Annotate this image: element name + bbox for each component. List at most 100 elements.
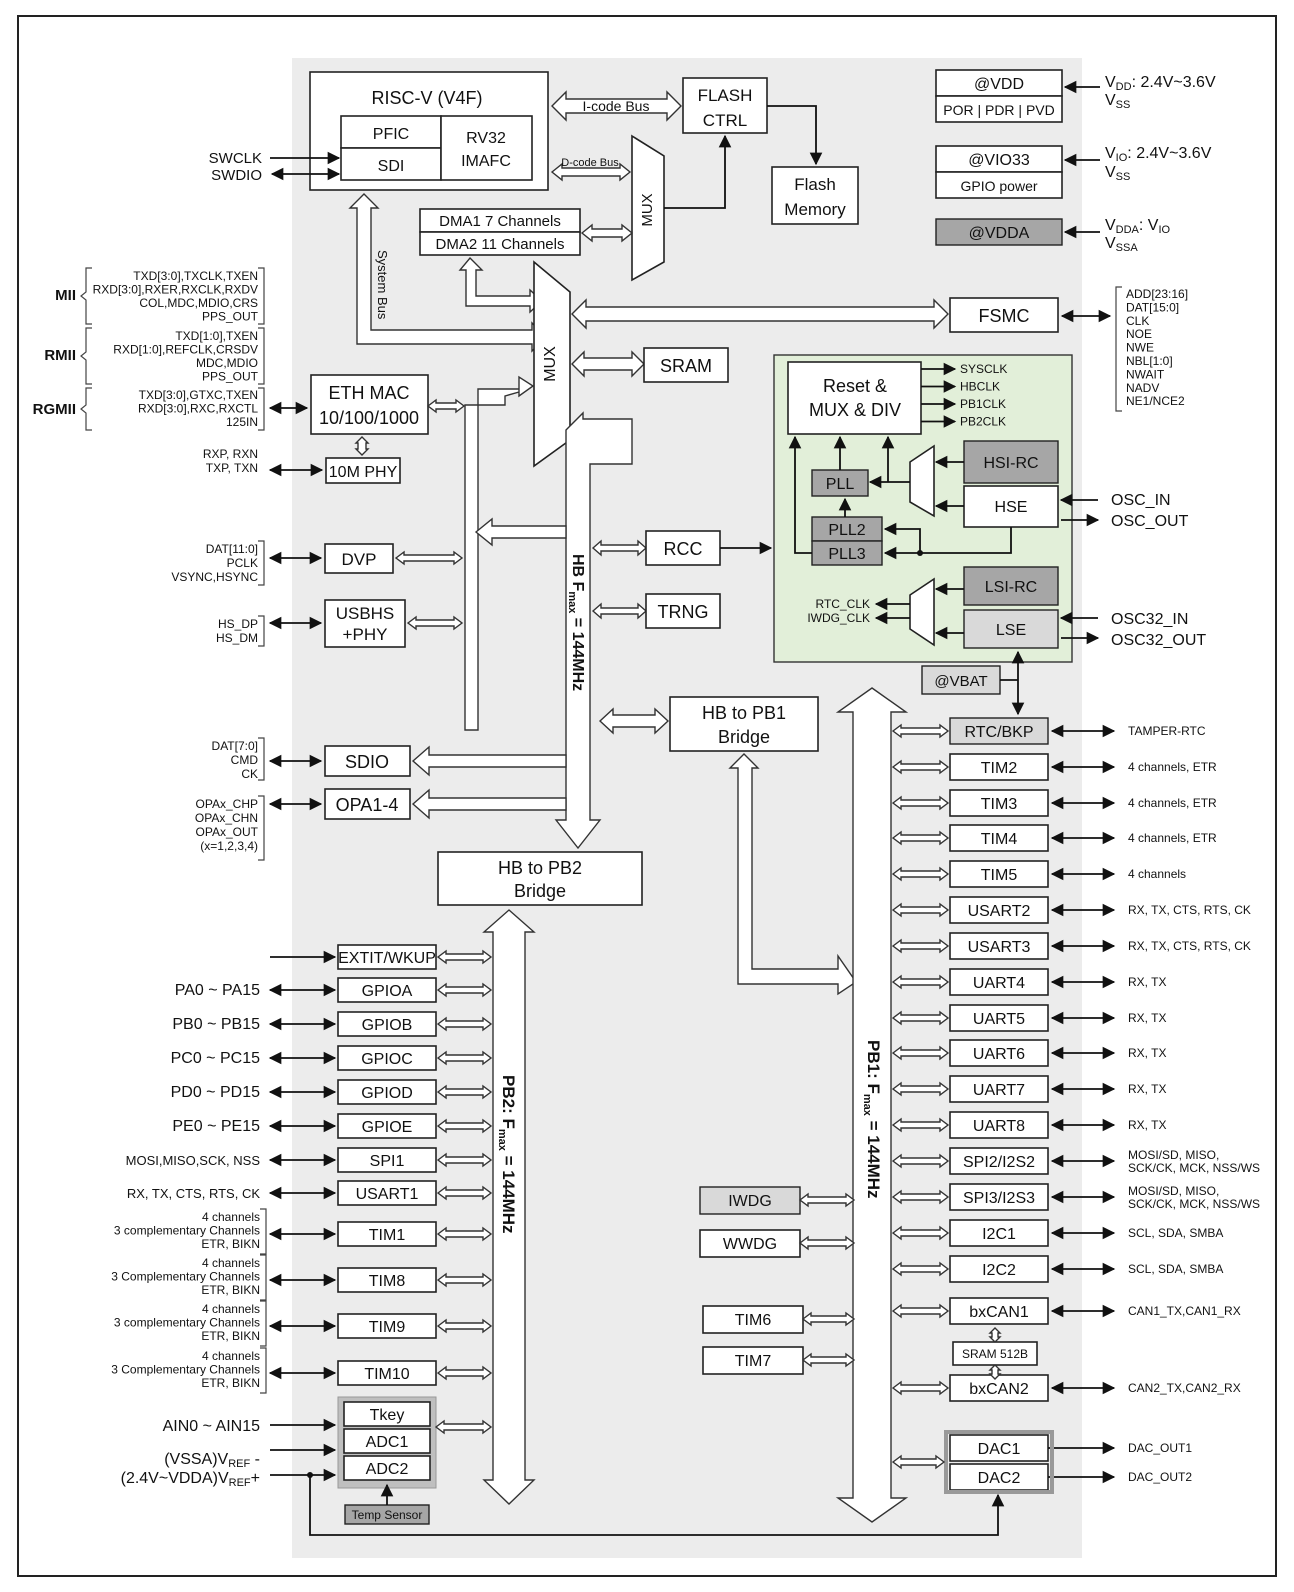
pb1-signal-label: MOSI/SD, MISO, — [1128, 1184, 1219, 1198]
pb2-bus-link — [436, 949, 493, 965]
pb1-signal-label: 4 channels — [1128, 867, 1186, 881]
vssa-label: VSSA — [1105, 235, 1138, 254]
pb2-bridge-b: Bridge — [514, 881, 566, 901]
pb2-pin-label: PD0 ~ PD15 — [171, 1084, 260, 1101]
pb1-periph-box — [949, 1147, 1049, 1175]
pb1-bridge-box — [669, 696, 819, 752]
pb2-periph-box — [337, 1267, 437, 1293]
por-box — [935, 95, 1063, 123]
usbhs-bus-arrow — [406, 615, 464, 631]
pb2-periph-box — [337, 1045, 437, 1071]
pb1-signal-label: CAN2_TX,CAN2_RX — [1128, 1381, 1241, 1395]
hb-mux-label: MUX — [542, 346, 559, 382]
adc1-box — [343, 1428, 431, 1454]
pfic-label: PFIC — [373, 126, 409, 143]
pb1-bus-link — [891, 866, 950, 882]
pb2-pin-label: 3 complementary Channels — [114, 1224, 260, 1238]
pb2-pin-bracket — [260, 1254, 267, 1301]
rmii-pin: MDC,MDIO — [196, 356, 258, 370]
pb1-bus-link — [891, 1117, 950, 1133]
sram-can2-link — [988, 1364, 1002, 1380]
pb2-periph-box — [337, 1079, 437, 1105]
pb2-periph-label: EXTIT/WKUP — [338, 950, 436, 967]
pb1-periph-box — [949, 1075, 1049, 1103]
rgmii-pin: 125IN — [226, 415, 258, 429]
rgmii-bracket — [80, 387, 92, 431]
pb1-periph-label: bxCAN2 — [969, 1381, 1029, 1398]
flash-memory-label-b: Memory — [784, 200, 846, 219]
trng-label: TRNG — [658, 602, 709, 622]
sdio-pin: CK — [241, 767, 258, 781]
pb2-periph-label: TIM9 — [369, 1319, 406, 1336]
pb2-periph-box — [337, 1147, 437, 1173]
rmii-pin: RXD[1:0],REFCLK,CRSDV — [113, 343, 258, 357]
pb1-bus-link — [891, 974, 950, 990]
pb1-bus-link — [891, 1010, 950, 1026]
pb1-periph-label: DAC1 — [978, 1441, 1021, 1458]
pb1-periph-label: TIM3 — [981, 796, 1018, 813]
dma2-box — [419, 231, 581, 256]
pll-box — [811, 469, 869, 497]
pb1-signal-label: SCL, SDA, SMBA — [1128, 1226, 1223, 1240]
can1-sram-link — [988, 1327, 1002, 1343]
pb2-bus — [482, 909, 536, 1505]
pb2-bus-link — [436, 1152, 493, 1168]
left-periph-bus — [464, 375, 535, 731]
pll-label: PLL — [826, 476, 855, 493]
pb1-bridge-a: HB to PB1 — [702, 703, 786, 723]
pb1-bridge-b: Bridge — [718, 727, 770, 747]
phy-pin: RXP, RXN — [203, 447, 258, 461]
pb2-periph-box — [337, 1113, 437, 1139]
flash-ctrl-label-b: CTRL — [703, 111, 747, 130]
opa-label: OPA1-4 — [336, 795, 399, 815]
dvp-bus-arrow — [394, 550, 464, 566]
opa-pin: OPAx_OUT — [196, 825, 259, 839]
reset-label-b: MUX & DIV — [809, 400, 901, 420]
usbhs-box — [324, 599, 406, 648]
sdio-bracket — [258, 737, 265, 781]
pb1-bus-link — [891, 830, 950, 846]
dvp-bracket — [258, 540, 265, 586]
pb1-bus — [835, 687, 909, 1523]
pb1-periph-label: bxCAN1 — [969, 1304, 1029, 1321]
pb1-bus-link — [891, 1380, 950, 1396]
por-label: POR | PDR | PVD — [943, 102, 1055, 118]
swclk-label: SWCLK — [209, 150, 262, 167]
pb1-periph-box — [949, 896, 1049, 924]
rcc-box — [645, 530, 721, 566]
pb2-periph-box — [337, 1221, 437, 1247]
pb1-periph-box — [949, 932, 1049, 960]
dma1-label: DMA1 7 Channels — [439, 213, 561, 230]
fsmc-pin: CLK — [1126, 314, 1149, 328]
pb1-bus-link — [891, 1081, 950, 1097]
rmii-pin: TXD[1:0],TXEN — [175, 329, 258, 343]
sdi-label: SDI — [378, 158, 405, 175]
pb1-signal-label: RX, TX, CTS, RTS, CK — [1128, 903, 1251, 917]
swdio-label: SWDIO — [211, 167, 262, 184]
rgmii-right-bracket — [258, 387, 265, 431]
temp-label: Temp Sensor — [352, 1508, 423, 1522]
fsmc-pin: ADD[23:16] — [1126, 287, 1188, 301]
pb1-periph-label: TIM5 — [981, 867, 1018, 884]
icode-bus-arrow — [551, 90, 682, 122]
pb1-bus-link — [891, 759, 950, 775]
eth-mac-box — [310, 374, 429, 435]
phy-box — [325, 457, 401, 484]
pb1-periph-label: SPI2/I2S2 — [963, 1154, 1035, 1171]
lse-label: LSE — [996, 622, 1026, 639]
pb1-periph-label: UART8 — [973, 1118, 1025, 1135]
fsmc-box — [949, 297, 1059, 333]
mii-pin: TXD[3:0],TXCLK,TXEN — [133, 269, 258, 283]
pb2-pin-label: 3 complementary Channels — [114, 1316, 260, 1330]
pb2-pin-label: PC0 ~ PC15 — [171, 1050, 260, 1067]
clock-out-label: PB2CLK — [960, 415, 1006, 429]
pb1-signal-label: 4 channels, ETR — [1128, 760, 1217, 774]
phy-pin: TXP, TXN — [206, 461, 258, 475]
pb2-bus-link — [436, 982, 493, 998]
rgmii-pin: TXD[3:0],GTXC,TXEN — [139, 388, 258, 402]
pb1-bus-link — [891, 1261, 950, 1277]
pb1-periph-label: UART4 — [973, 975, 1025, 992]
hb-pb1-link — [598, 707, 670, 735]
pb1-signal-label-2: SCK/CK, MCK, NSS/WS — [1128, 1197, 1260, 1211]
